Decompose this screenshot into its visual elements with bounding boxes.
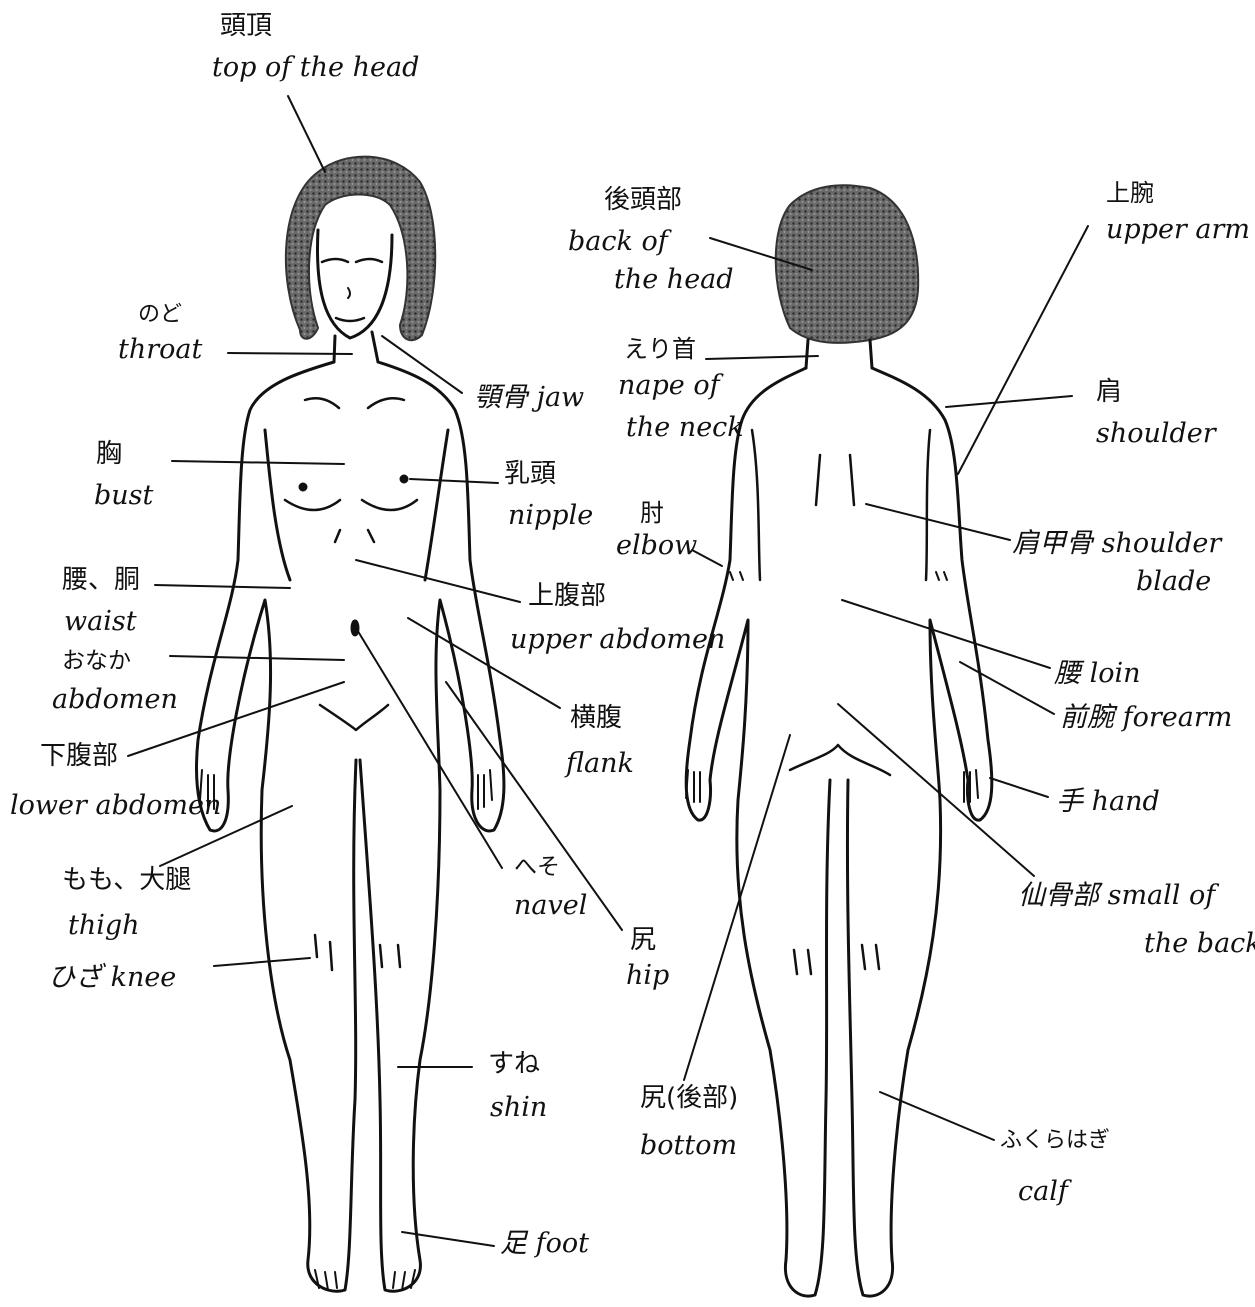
label-bottom-en: bottom — [640, 1130, 737, 1161]
label-nape-en-2: the neck — [626, 412, 744, 443]
label-elbow-en: elbow — [616, 530, 697, 561]
label-hand: 手 hand — [1056, 786, 1160, 817]
label-nipple-en: nipple — [508, 500, 593, 531]
label-bust-en: bust — [94, 480, 153, 511]
label-hip-en: hip — [626, 960, 669, 991]
label-upper-arm-jp: 上腕 — [1106, 180, 1154, 208]
label-navel-en: navel — [514, 890, 587, 921]
back-hair — [776, 185, 918, 343]
label-throat-en: throat — [118, 334, 202, 365]
label-foot: 足 foot — [500, 1228, 589, 1259]
label-back-of-head-en-2: the head — [614, 264, 734, 295]
label-nipple-jp: 乳頭 — [504, 460, 556, 490]
label-upper-arm-en: upper arm — [1106, 214, 1250, 245]
label-forearm: 前腕 forearm — [1060, 702, 1232, 733]
label-upper-abdomen-jp: 上腹部 — [528, 582, 606, 612]
label-bust-jp: 胸 — [96, 440, 122, 470]
label-thigh-jp: もも、大腿 — [62, 866, 191, 896]
label-shin-en: shin — [490, 1092, 547, 1123]
label-small-of-back-1: 仙骨部 small of — [1018, 880, 1215, 911]
front-hair — [286, 157, 435, 341]
label-navel-jp: へそ — [514, 854, 560, 880]
label-elbow-jp: 肘 — [640, 500, 664, 528]
label-lower-abdomen-en: lower abdomen — [10, 790, 221, 821]
front-body-outline-left — [197, 362, 357, 1291]
label-shoulder-blade-1: 肩甲骨 shoulder — [1012, 528, 1221, 559]
label-loin: 腰 loin — [1054, 658, 1141, 689]
label-top-of-head-en: top of the head — [212, 52, 419, 83]
label-abdomen-en: abdomen — [52, 684, 178, 715]
label-throat-jp: のど — [138, 302, 182, 327]
front-figure — [197, 157, 504, 1292]
label-nape-jp: えり首 — [624, 336, 696, 364]
label-waist-en: waist — [64, 606, 137, 637]
label-lower-abdomen-jp: 下腹部 — [40, 742, 118, 772]
label-back-of-head-en-1: back of — [568, 226, 668, 257]
label-shin-jp: すね — [488, 1050, 540, 1080]
label-waist-jp: 腰、胴 — [62, 566, 140, 596]
label-nape-en-1: nape of — [618, 370, 720, 401]
label-thigh-en: thigh — [68, 910, 140, 941]
label-flank-en: flank — [566, 748, 634, 779]
label-calf-jp: ふくらはぎ — [1000, 1128, 1110, 1153]
label-calf-en: calf — [1018, 1176, 1068, 1207]
label-flank-jp: 横腹 — [570, 704, 622, 734]
label-shoulder-blade-2: blade — [1136, 566, 1211, 597]
label-shoulder-en: shoulder — [1096, 418, 1216, 449]
label-upper-abdomen-en: upper abdomen — [510, 624, 725, 655]
label-knee: ひざ knee — [48, 962, 176, 993]
front-body-outline-right — [360, 362, 504, 1291]
label-abdomen-jp: おなか — [62, 648, 131, 674]
label-hip-jp: 尻 — [630, 926, 656, 956]
back-body-outline-right — [847, 368, 991, 1296]
label-bottom-jp: 尻(後部) — [640, 1084, 738, 1114]
label-top-of-head-jp: 頭頂 — [220, 12, 272, 42]
label-jaw: 顎骨 jaw — [474, 382, 584, 413]
label-small-of-back-2: the back — [1144, 928, 1255, 959]
label-back-of-head-jp: 後頭部 — [604, 186, 682, 216]
label-shoulder-jp: 肩 — [1096, 378, 1122, 408]
